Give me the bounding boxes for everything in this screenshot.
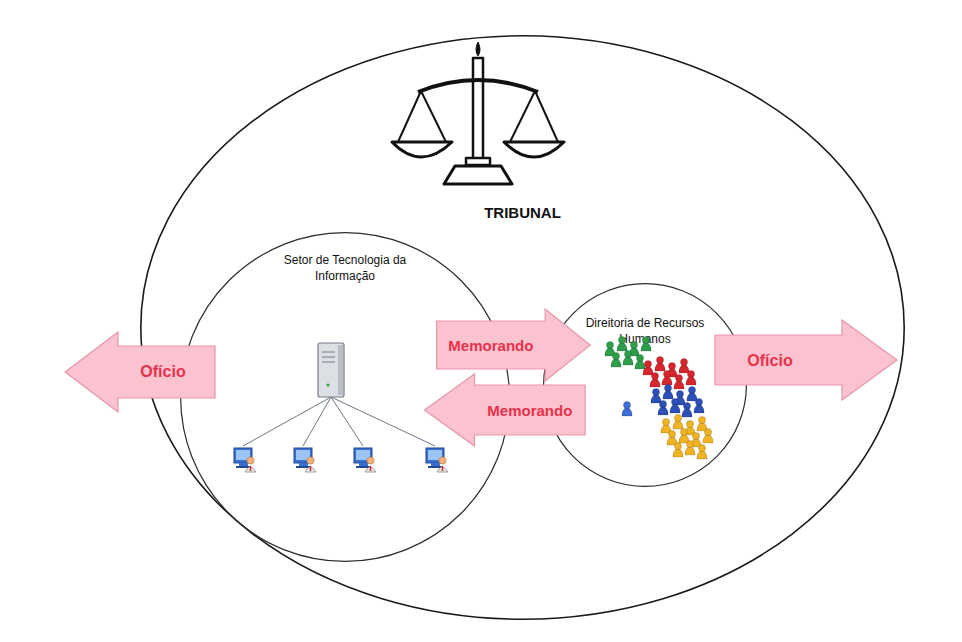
pawn-figure [685, 440, 695, 455]
pawn-figure [687, 386, 697, 401]
pawn-figure [663, 384, 673, 399]
workstation-icon [426, 448, 448, 472]
network-wire [243, 397, 331, 446]
workstation-icon [294, 448, 316, 472]
outgoing-arrow [65, 332, 215, 412]
pawn-figure [655, 356, 665, 371]
scale-base [444, 166, 512, 184]
edge-label: Memorando [448, 337, 533, 354]
pawn-figure [703, 428, 713, 443]
pawn-figure [623, 350, 633, 365]
pawn-figure [622, 401, 632, 416]
pawn-figure [682, 402, 692, 417]
node-label: Setor de Tecnologia da Informação [275, 252, 415, 284]
pawn-figure [679, 358, 689, 373]
workstation-icon [234, 448, 256, 472]
people-pawns [605, 336, 713, 459]
pawn-figure [611, 352, 621, 367]
scale-pole [473, 58, 483, 163]
pawn-figure [674, 374, 684, 389]
pawn-figure [635, 354, 645, 369]
server-bay [322, 357, 335, 358]
document-label: Ofício [140, 363, 185, 381]
boundary-ellipse [141, 36, 904, 619]
pawn-figure [697, 416, 707, 431]
scale-chain [510, 91, 535, 142]
pawn-figure [679, 428, 689, 443]
node-label: TRIBUNAL [140, 203, 905, 223]
pawn-figure [670, 398, 680, 413]
workstations [234, 448, 448, 472]
server-bay [322, 362, 335, 363]
pawn-figure [658, 400, 668, 415]
scale-chain [398, 91, 421, 142]
server-led [326, 383, 329, 386]
server-icon [318, 343, 344, 397]
pawn-figure [673, 414, 683, 429]
workstation-icon [354, 448, 376, 472]
pawn-figure [617, 336, 627, 351]
server-bay [322, 352, 335, 353]
scale-ring [466, 158, 490, 165]
pawn-figure [661, 418, 671, 433]
scale-finial [476, 42, 480, 56]
server-tower [318, 343, 344, 397]
network-wires [243, 397, 435, 446]
pawn-figure [662, 370, 672, 385]
pawn-figure [641, 336, 651, 351]
network-wire [331, 397, 435, 446]
pawn-figure [643, 360, 653, 375]
memo-arrow [437, 309, 591, 381]
pawn-figure [650, 372, 660, 387]
document-label: Ofício [747, 352, 792, 370]
pawn-figure [651, 388, 661, 403]
edge-label: Memorando [487, 402, 572, 419]
server-side [338, 345, 343, 395]
pawn-figure [673, 442, 683, 457]
scale-pan [504, 142, 564, 157]
pawn-figure [694, 398, 704, 413]
outgoing-arrow [715, 320, 897, 400]
pawn-figure [667, 430, 677, 445]
scale-beam [418, 80, 538, 92]
network-wire [303, 397, 331, 446]
scale-symbol [392, 42, 564, 184]
scale-chain [421, 91, 446, 142]
pawn-figure [686, 370, 696, 385]
memo-arrow [424, 374, 585, 446]
scale-pan [392, 142, 452, 157]
scale-chain [535, 91, 558, 142]
pawn-figure [697, 444, 707, 459]
